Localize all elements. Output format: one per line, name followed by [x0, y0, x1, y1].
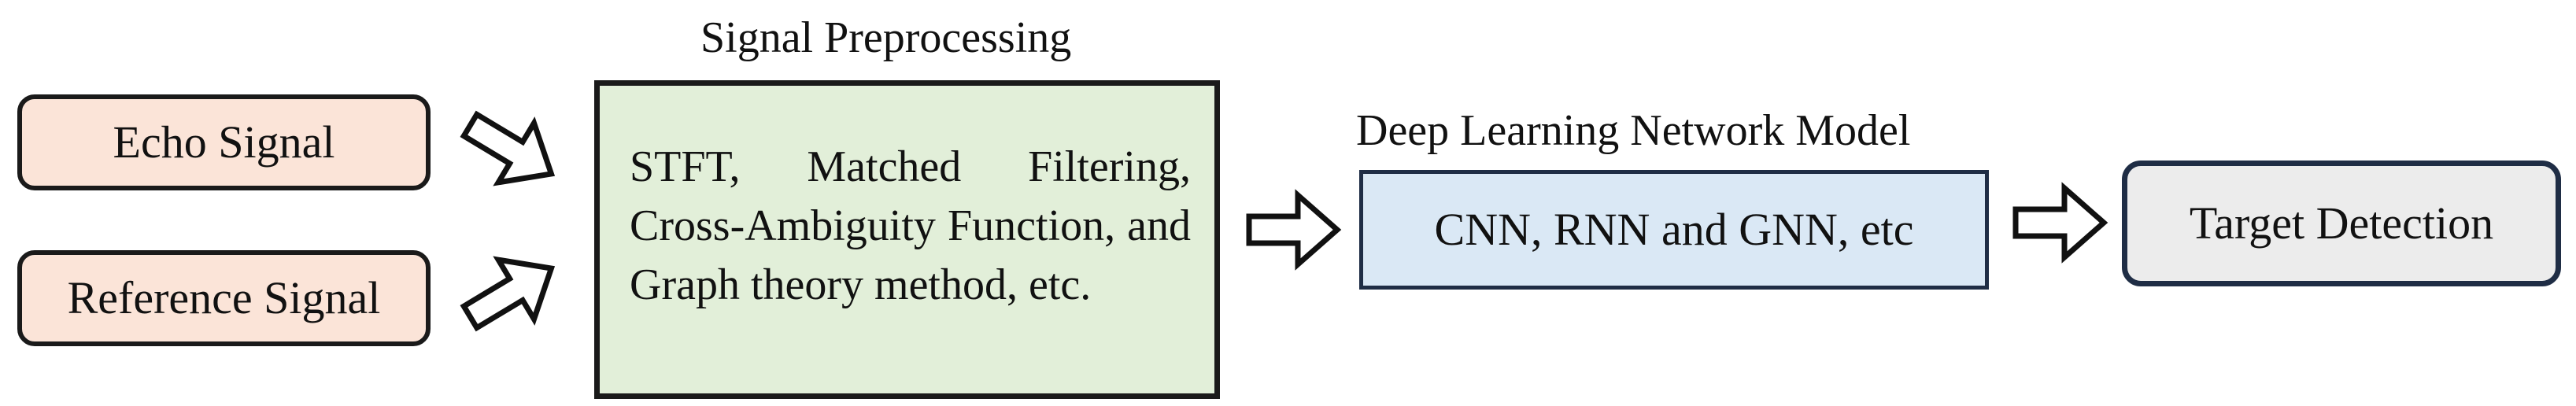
- preprocessing-methods: STFT, Matched Filtering, Cross-Ambiguity…: [630, 142, 1191, 309]
- model-label: CNN, RNN and GNN, etc: [1434, 204, 1914, 255]
- target-detection-box: Target Detection: [2122, 161, 2561, 286]
- arrow-model-to-target: [2012, 182, 2108, 264]
- reference-signal-label: Reference Signal: [67, 272, 381, 323]
- arrow-reference-to-preprocessing: [460, 256, 556, 332]
- echo-signal-box: Echo Signal: [17, 94, 431, 190]
- arrow-preprocessing-to-model: [1246, 189, 1342, 271]
- preprocessing-caption: Signal Preprocessing: [700, 13, 1072, 62]
- reference-signal-box: Reference Signal: [17, 250, 431, 346]
- model-caption: Deep Learning Network Model: [1356, 106, 1911, 155]
- target-detection-label: Target Detection: [2189, 197, 2494, 249]
- model-box: CNN, RNN and GNN, etc: [1359, 170, 1989, 290]
- arrow-echo-to-preprocessing: [460, 110, 556, 186]
- preprocessing-box: STFT, Matched Filtering, Cross-Ambiguity…: [594, 80, 1220, 399]
- echo-signal-label: Echo Signal: [113, 116, 335, 168]
